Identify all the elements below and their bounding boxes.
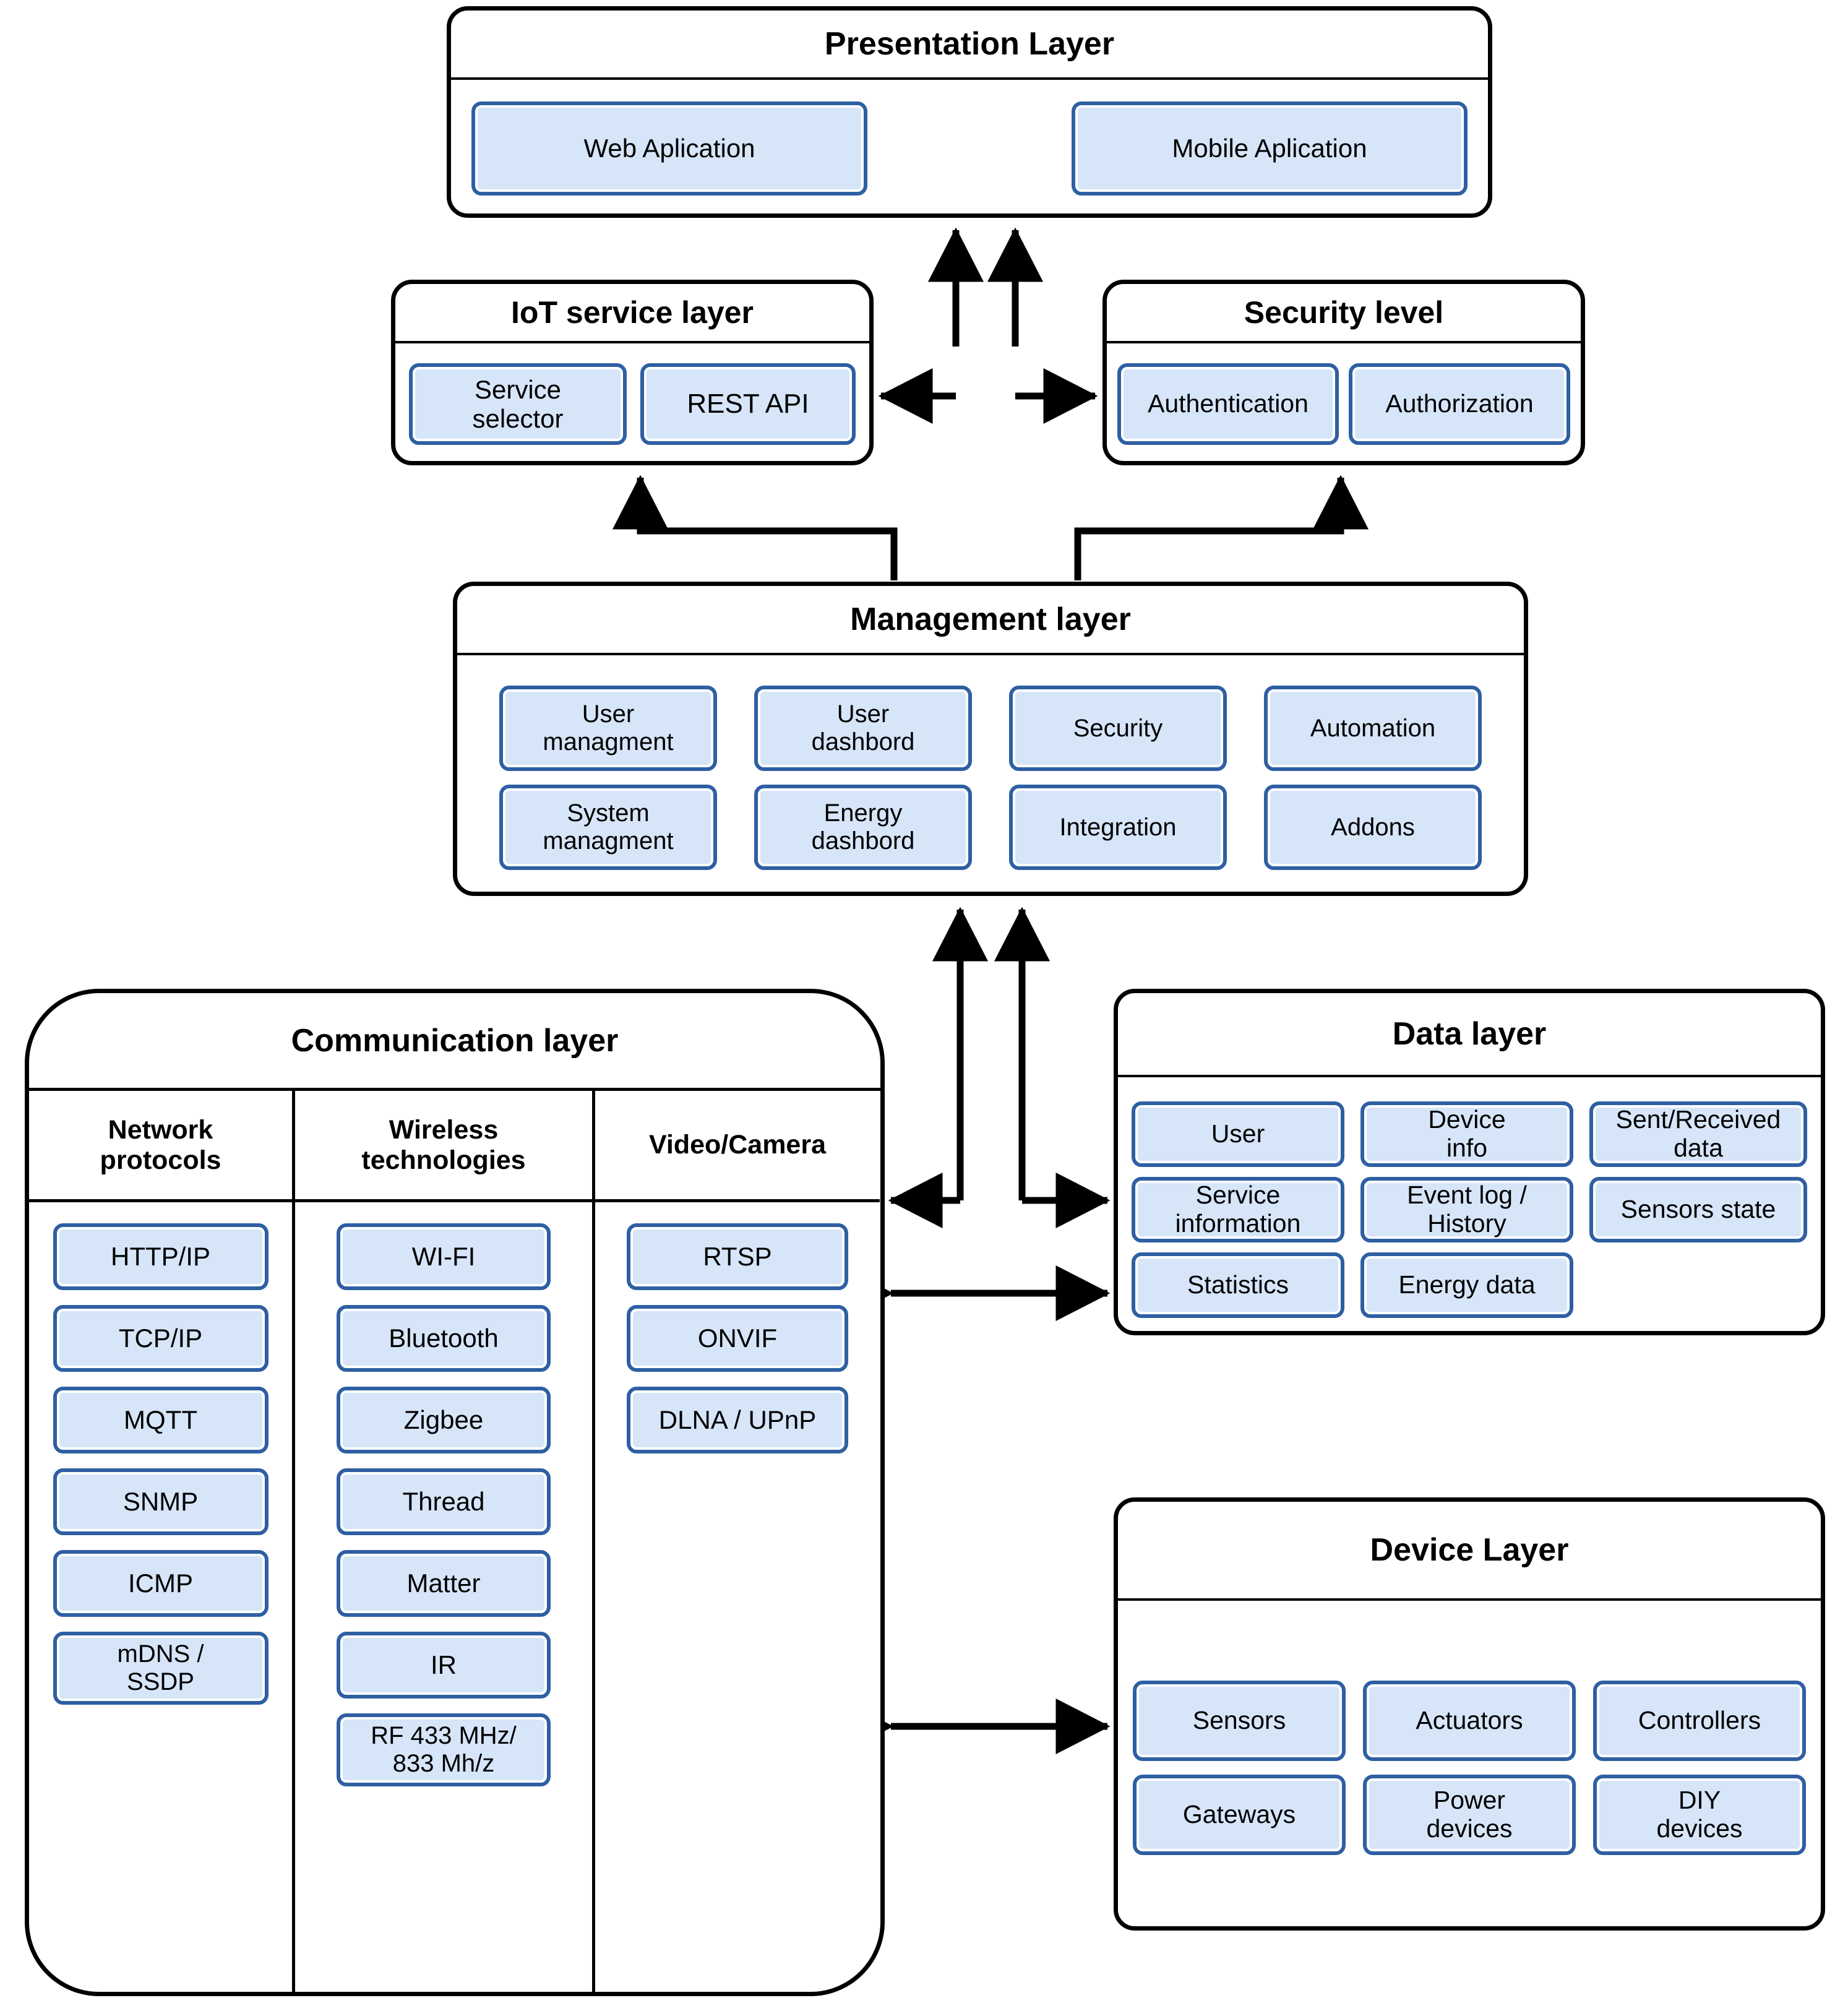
management-layer-title: Management layer [457, 586, 1524, 655]
communication-layer: Communication layer Network protocols HT… [25, 989, 885, 1996]
data-item-energy-data[interactable]: Energy data [1360, 1252, 1573, 1318]
communication-column-header-video-camera: Video/Camera [595, 1091, 880, 1202]
device-item-actuators[interactable]: Actuators [1363, 1681, 1576, 1761]
management-item-security[interactable]: Security [1009, 686, 1227, 771]
data-layer: Data layer User Device info Sent/Receive… [1114, 989, 1825, 1335]
device-layer-row-1: Sensors Actuators Controllers [1133, 1681, 1806, 1761]
comm-item-onvif[interactable]: ONVIF [627, 1305, 848, 1372]
device-item-controllers[interactable]: Controllers [1593, 1681, 1806, 1761]
communication-layer-title: Communication layer [29, 993, 880, 1091]
management-item-automation[interactable]: Automation [1264, 686, 1482, 771]
communication-column-header-wireless-technologies: Wireless technologies [295, 1091, 592, 1202]
management-layer-body: User managment User dashbord Security Au… [457, 655, 1524, 895]
device-layer-row-2: Gateways Power devices DIY devices [1133, 1775, 1806, 1855]
device-item-gateways[interactable]: Gateways [1133, 1775, 1346, 1855]
security-level-body: Authentication Authorization [1107, 343, 1581, 465]
management-item-energy-dashbord[interactable]: Energy dashbord [754, 785, 972, 870]
device-item-diy-devices[interactable]: DIY devices [1593, 1775, 1806, 1855]
security-level-title: Security level [1107, 284, 1581, 343]
communication-column-video-camera: Video/Camera RTSP ONVIF DLNA / UPnP [595, 1091, 880, 1992]
device-layer-body: Sensors Actuators Controllers Gateways P… [1118, 1601, 1821, 1932]
management-item-integration[interactable]: Integration [1009, 785, 1227, 870]
presentation-layer: Presentation Layer Web Aplication Mobile… [447, 6, 1492, 218]
communication-column-header-network-protocols: Network protocols [29, 1091, 292, 1202]
comm-item-matter[interactable]: Matter [337, 1550, 551, 1617]
iot-item-service-selector[interactable]: Service selector [409, 363, 627, 445]
device-item-sensors[interactable]: Sensors [1133, 1681, 1346, 1761]
data-layer-row-3: Statistics Energy data [1132, 1252, 1807, 1318]
data-item-service-information[interactable]: Service information [1132, 1177, 1344, 1242]
communication-columns: Network protocols HTTP/IP TCP/IP MQTT SN… [29, 1091, 880, 1992]
security-item-authorization[interactable]: Authorization [1349, 363, 1570, 445]
management-item-system-managment[interactable]: System managment [499, 785, 717, 870]
comm-item-zigbee[interactable]: Zigbee [337, 1387, 551, 1453]
comm-item-http-ip[interactable]: HTTP/IP [53, 1223, 269, 1290]
comm-item-snmp[interactable]: SNMP [53, 1468, 269, 1535]
security-level-layer: Security level Authentication Authorizat… [1102, 280, 1585, 465]
arrow-management-to-iot [612, 475, 898, 580]
comm-item-dlna-upnp[interactable]: DLNA / UPnP [627, 1387, 848, 1453]
management-item-addons[interactable]: Addons [1264, 785, 1482, 870]
comm-item-bluetooth[interactable]: Bluetooth [337, 1305, 551, 1372]
data-layer-title: Data layer [1118, 993, 1821, 1077]
data-item-sensors-state[interactable]: Sensors state [1589, 1177, 1807, 1242]
security-item-authentication[interactable]: Authentication [1117, 363, 1339, 445]
comm-item-icmp[interactable]: ICMP [53, 1550, 269, 1617]
communication-items-wireless-technologies: WI-FI Bluetooth Zigbee Thread Matter IR … [337, 1202, 551, 1786]
communication-items-video-camera: RTSP ONVIF DLNA / UPnP [627, 1202, 848, 1453]
management-item-user-managment[interactable]: User managment [499, 686, 717, 771]
management-item-user-dashbord[interactable]: User dashbord [754, 686, 972, 771]
data-item-user[interactable]: User [1132, 1101, 1344, 1167]
iot-service-layer-body: Service selector REST API [395, 343, 869, 465]
data-layer-row-1: User Device info Sent/Received data [1132, 1101, 1807, 1167]
communication-items-network-protocols: HTTP/IP TCP/IP MQTT SNMP ICMP mDNS / SSD… [53, 1202, 269, 1705]
device-layer-title: Device Layer [1118, 1502, 1821, 1601]
presentation-item-mobile-application[interactable]: Mobile Aplication [1072, 101, 1468, 196]
comm-item-tcp-ip[interactable]: TCP/IP [53, 1305, 269, 1372]
comm-item-mqtt[interactable]: MQTT [53, 1387, 269, 1453]
data-item-sent-received-data[interactable]: Sent/Received data [1589, 1101, 1807, 1167]
management-row-2: System managment Energy dashbord Integra… [499, 785, 1482, 870]
presentation-item-web-application[interactable]: Web Aplication [471, 101, 867, 196]
comm-item-rf-433-833[interactable]: RF 433 MHz/ 833 Mh/z [337, 1713, 551, 1786]
iot-service-layer: IoT service layer Service selector REST … [391, 280, 874, 465]
data-item-statistics[interactable]: Statistics [1132, 1252, 1344, 1318]
data-layer-row-2: Service information Event log / History … [1132, 1177, 1807, 1242]
communication-column-network-protocols: Network protocols HTTP/IP TCP/IP MQTT SN… [29, 1091, 292, 1992]
management-layer: Management layer User managment User das… [453, 582, 1528, 896]
data-item-device-info[interactable]: Device info [1360, 1101, 1573, 1167]
communication-column-wireless-technologies: Wireless technologies WI-FI Bluetooth Zi… [292, 1091, 595, 1992]
device-item-power-devices[interactable]: Power devices [1363, 1775, 1576, 1855]
iot-item-rest-api[interactable]: REST API [640, 363, 856, 445]
presentation-layer-title: Presentation Layer [451, 11, 1488, 80]
management-row-1: User managment User dashbord Security Au… [499, 686, 1482, 771]
device-layer: Device Layer Sensors Actuators Controlle… [1114, 1497, 1825, 1931]
iot-service-layer-title: IoT service layer [395, 284, 869, 343]
comm-item-rtsp[interactable]: RTSP [627, 1223, 848, 1290]
data-item-event-log-history[interactable]: Event log / History [1360, 1177, 1573, 1242]
comm-item-thread[interactable]: Thread [337, 1468, 551, 1535]
arrow-management-to-security [1074, 475, 1369, 580]
comm-item-mdns-ssdp[interactable]: mDNS / SSDP [53, 1632, 269, 1705]
comm-item-wifi[interactable]: WI-FI [337, 1223, 551, 1290]
presentation-layer-body: Web Aplication Mobile Aplication [451, 80, 1488, 217]
data-layer-body: User Device info Sent/Received data Serv… [1118, 1077, 1821, 1336]
comm-item-ir[interactable]: IR [337, 1632, 551, 1699]
